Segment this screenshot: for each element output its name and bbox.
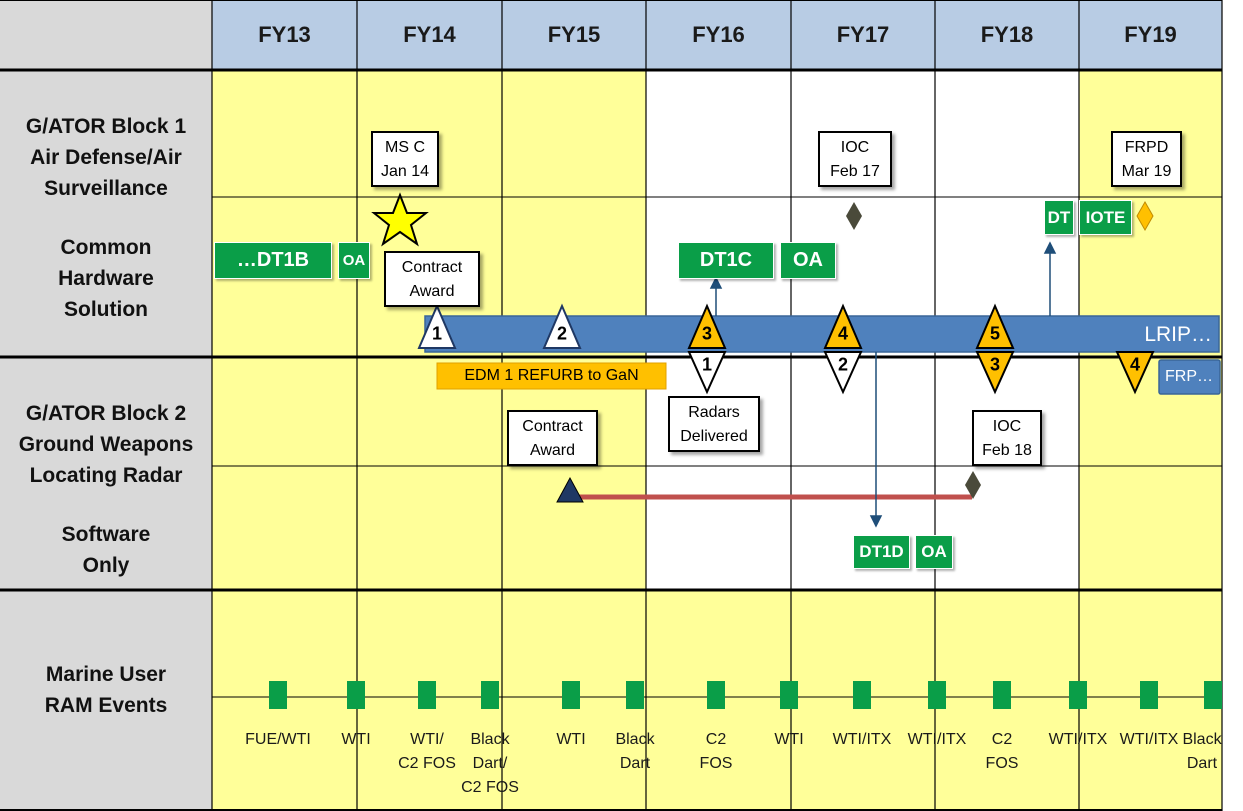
- contract-award-1-callout: Contract Award: [384, 251, 480, 307]
- ram-label: Marine User RAM Events: [44, 663, 168, 717]
- oa-fy17-event: OA: [915, 535, 953, 569]
- lrip-milestone-4-number: 4: [837, 323, 849, 344]
- lrip-milestone-2-number: 2: [556, 323, 568, 344]
- frpd-diamond: [1136, 200, 1154, 232]
- ms-c-star: [371, 192, 429, 247]
- edm-refurb-label: EDM 1 REFURB to GaN: [464, 367, 639, 384]
- ram-event-markers: [269, 681, 1222, 709]
- radars-delivered-callout: Radars Delivered: [668, 396, 760, 452]
- ram-event-label: Black Dart: [1182, 731, 1222, 772]
- header-fy19: FY19: [1124, 22, 1177, 47]
- ram-event-label: Black Dart: [615, 731, 655, 772]
- ram-event-label: Black Dart/ C2 FOS: [461, 731, 519, 796]
- ms-c-callout: MS C Jan 14: [371, 131, 439, 187]
- contract-award-2-callout: Contract Award: [507, 410, 598, 466]
- header-band: [212, 0, 1222, 70]
- lower-milestone-3: [975, 351, 1015, 395]
- header-fy14: FY14: [403, 22, 456, 47]
- lrip-milestone-3: [687, 303, 727, 349]
- ram-event-label: FUE/WTI: [245, 731, 311, 748]
- edm-refurb-bar: [436, 362, 667, 390]
- ioc-fy18-diamond: [965, 471, 981, 499]
- ram-event-label: WTI/ITX: [1119, 731, 1179, 748]
- dt1c-event: DT1C: [678, 242, 774, 279]
- frpd-callout: FRPD Mar 19: [1111, 131, 1182, 187]
- event-arrows: [709, 241, 1057, 528]
- ram-event-label: C2 FOS: [985, 731, 1019, 772]
- ram-event-label: C2 FOS: [699, 731, 733, 772]
- lrip-milestone-3-number: 3: [701, 323, 713, 344]
- block2-label: G/ATOR Block 2 Ground Weapons Locating R…: [18, 402, 194, 487]
- vertical-grid-lines: [211, 0, 1223, 811]
- oa-fy13-event: OA: [338, 242, 370, 279]
- dt1d-event: DT1D: [853, 535, 910, 569]
- oa-fy16-event: OA: [780, 242, 836, 279]
- ram-event-label: WTI/ITX: [907, 731, 967, 748]
- ram-event-label: WTI: [341, 731, 371, 748]
- lower-milestone-1-number: 1: [701, 354, 713, 375]
- frp-label: FRP…: [1165, 368, 1213, 385]
- lower-milestone-4: [1115, 351, 1155, 395]
- frp-bar: [1158, 359, 1221, 395]
- header-fy17: FY17: [836, 22, 890, 47]
- ram-event-label: WTI: [556, 731, 586, 748]
- ioc-feb17-callout: IOC Feb 17: [818, 131, 892, 187]
- header-fy13: FY13: [258, 22, 311, 47]
- block2-sub-label: Software Only: [61, 523, 151, 577]
- lrip-label: LRIP…: [1144, 323, 1212, 346]
- iote-event: IOTE: [1079, 200, 1132, 235]
- block2-contract-award-triangle: [556, 476, 584, 503]
- block1-label: G/ATOR Block 1 Air Defense/Air Surveilla…: [25, 115, 187, 200]
- ram-event-label: WTI: [774, 731, 804, 748]
- block1-sub-label: Common Hardware Solution: [58, 236, 154, 321]
- header-fy18: FY18: [980, 22, 1034, 47]
- lower-milestone-1: [687, 351, 727, 395]
- lrip-milestone-1-number: 1: [431, 323, 443, 344]
- lrip-milestone-1: [417, 303, 457, 349]
- lrip-milestone-4: [823, 303, 863, 349]
- lrip-milestone-5: [975, 303, 1015, 349]
- lrip-milestone-2: [542, 303, 582, 349]
- ram-event-label: WTI/ITX: [832, 731, 892, 748]
- dt1b-event: …DT1B: [214, 242, 332, 279]
- header-fy16: FY16: [692, 22, 745, 47]
- ioc-fy17-diamond: [846, 202, 862, 230]
- ioc-feb18-callout: IOC Feb 18: [972, 410, 1042, 466]
- lower-milestone-3-number: 3: [989, 354, 1001, 375]
- lower-milestone-4-number: 4: [1129, 354, 1141, 375]
- ram-event-label: WTI/ITX: [1048, 731, 1108, 748]
- row-label-column: [0, 70, 212, 811]
- lower-milestone-2-number: 2: [837, 354, 849, 375]
- dt-event: DT: [1044, 200, 1074, 235]
- lower-milestone-2: [823, 351, 863, 395]
- lrip-milestone-5-number: 5: [989, 323, 1001, 344]
- ram-event-label: WTI/ C2 FOS: [398, 731, 456, 772]
- header-fy15: FY15: [547, 22, 601, 47]
- header-corner-cell: [0, 0, 212, 70]
